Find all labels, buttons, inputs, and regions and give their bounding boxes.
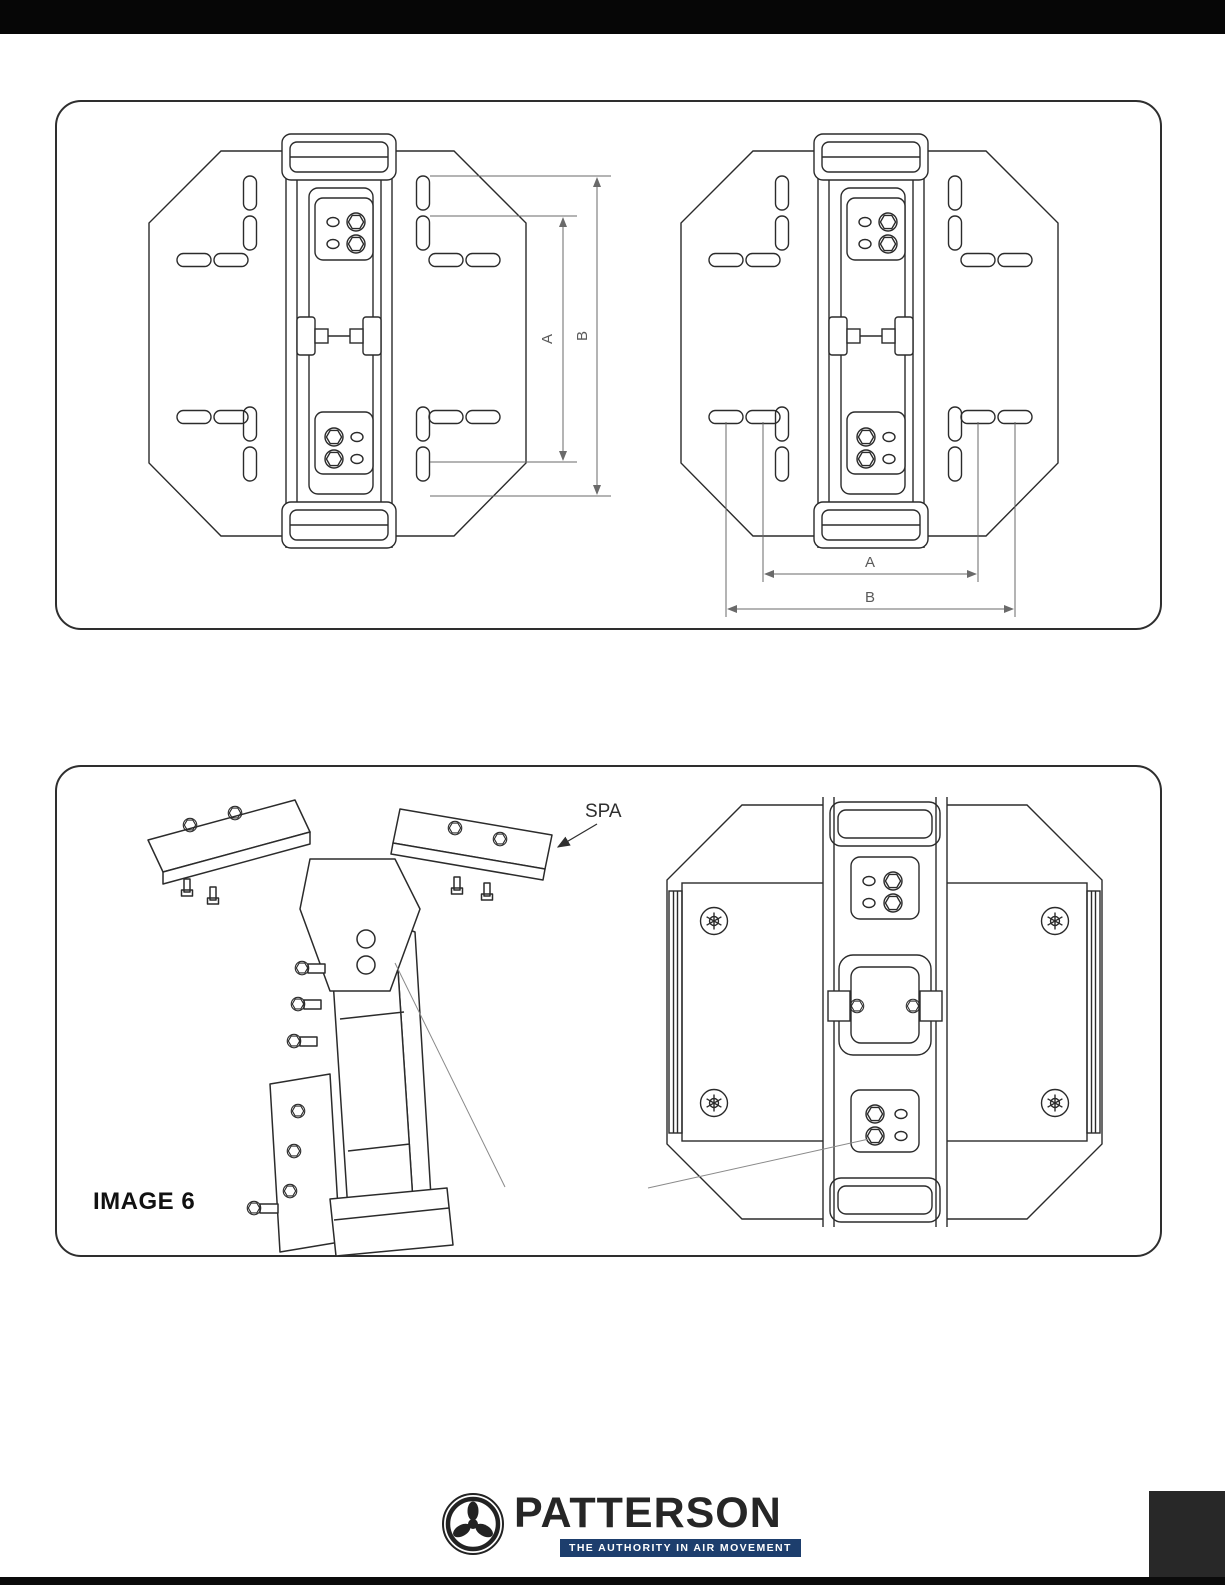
dim-a-label: A <box>539 334 556 344</box>
plate-front-view-horizontal-dims: A B <box>677 104 1155 617</box>
fan-icon <box>442 1493 504 1555</box>
dimension-lines-vertical <box>430 175 611 497</box>
dim-a-label: A <box>865 554 875 571</box>
dimension-diagram-panel: A B A B <box>55 100 1162 630</box>
spa-label: SPA <box>585 801 622 822</box>
brand-name: PATTERSON <box>514 1489 782 1537</box>
dim-b-label: B <box>865 589 875 606</box>
brand-tagline: THE AUTHORITY IN AIR MOVEMENT <box>560 1539 801 1557</box>
image6-caption: IMAGE 6 <box>93 1188 195 1215</box>
image6-panel: SPA IMAGE 6 <box>55 765 1162 1257</box>
image6-drawing: SPA IMAGE 6 <box>93 767 1164 1257</box>
spa-callout-arrow <box>556 823 598 848</box>
top-black-bar <box>0 0 1225 34</box>
downrod-bracket-isometric <box>147 799 553 1257</box>
dimension-lines-horizontal <box>725 422 1016 617</box>
patterson-logo: PATTERSON THE AUTHORITY IN AIR MOVEMENT <box>441 1492 801 1557</box>
mounting-plate-drawing <box>681 134 1058 548</box>
dim-b-label: B <box>574 331 591 341</box>
leader-lines <box>394 962 870 1189</box>
plate-top-view <box>667 797 1102 1227</box>
bottom-right-block <box>1149 1491 1225 1585</box>
bottom-black-bar <box>0 1577 1225 1585</box>
plate-front-view-vertical-dims: A B <box>145 104 611 610</box>
mounting-plate-drawing <box>149 134 526 548</box>
brand-text-block: PATTERSON THE AUTHORITY IN AIR MOVEMENT <box>514 1492 801 1557</box>
